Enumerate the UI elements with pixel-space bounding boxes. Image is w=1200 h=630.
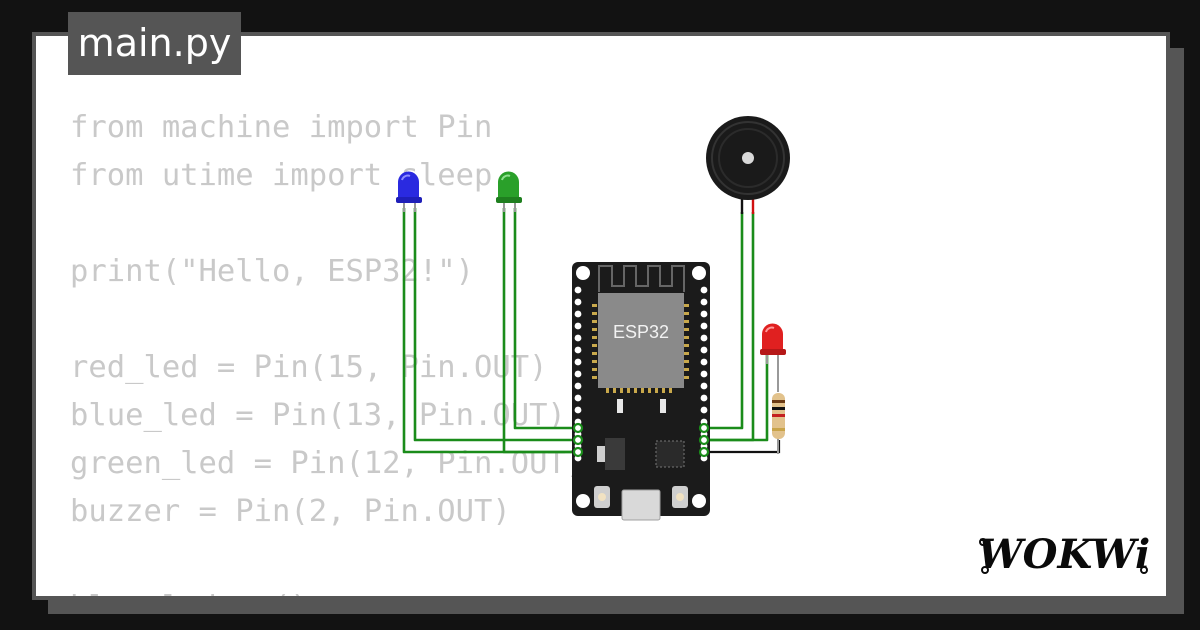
- buzzer[interactable]: [706, 116, 790, 214]
- code-line: from machine import Pin: [70, 110, 493, 145]
- voltage-regulator: [605, 438, 625, 470]
- file-tab[interactable]: main.py: [68, 12, 241, 75]
- wire-buzzer-1: [704, 212, 744, 430]
- wire-blue-led-2: [413, 208, 577, 442]
- code-line: green_led = Pin(12, Pin.OUT): [70, 446, 585, 481]
- code-line: print("Hello, ESP32!"): [70, 254, 474, 289]
- antenna-trace: [598, 265, 685, 292]
- en-button[interactable]: [672, 486, 688, 508]
- resistor[interactable]: [772, 393, 785, 454]
- wire-green-led-2: [513, 208, 577, 430]
- wire-green-led-1: [502, 208, 577, 454]
- esp32-module: [598, 293, 684, 388]
- module-pads: [592, 304, 689, 393]
- wire-red-led: [704, 352, 769, 442]
- esp32-chip-label: ESP32: [613, 322, 669, 342]
- wire-gnd-black: [704, 440, 781, 454]
- code-line: buzzer = Pin(2, Pin.OUT): [70, 494, 511, 529]
- boot-button[interactable]: [594, 486, 610, 508]
- green-led[interactable]: [496, 171, 522, 213]
- wire-blue-led-1: [402, 208, 577, 454]
- wokwi-logo-text: WOKWi: [978, 531, 1151, 578]
- code-line: red_led = Pin(15, Pin.OUT): [70, 350, 548, 385]
- red-led[interactable]: [760, 323, 786, 393]
- blue-led[interactable]: [396, 171, 422, 213]
- code-line: blue_led = Pin(13, Pin.OUT): [70, 398, 566, 433]
- usb-uart-chip: [655, 440, 685, 468]
- wired-pins: [572, 422, 710, 458]
- wires: [402, 208, 769, 454]
- esp32-board[interactable]: ESP32: [572, 262, 710, 521]
- wire-buzzer-2: [704, 212, 755, 442]
- code-line: blue_led.on(): [70, 584, 584, 596]
- wokwi-logo: WOKWi: [978, 531, 1151, 578]
- micro-usb-port: [621, 489, 661, 521]
